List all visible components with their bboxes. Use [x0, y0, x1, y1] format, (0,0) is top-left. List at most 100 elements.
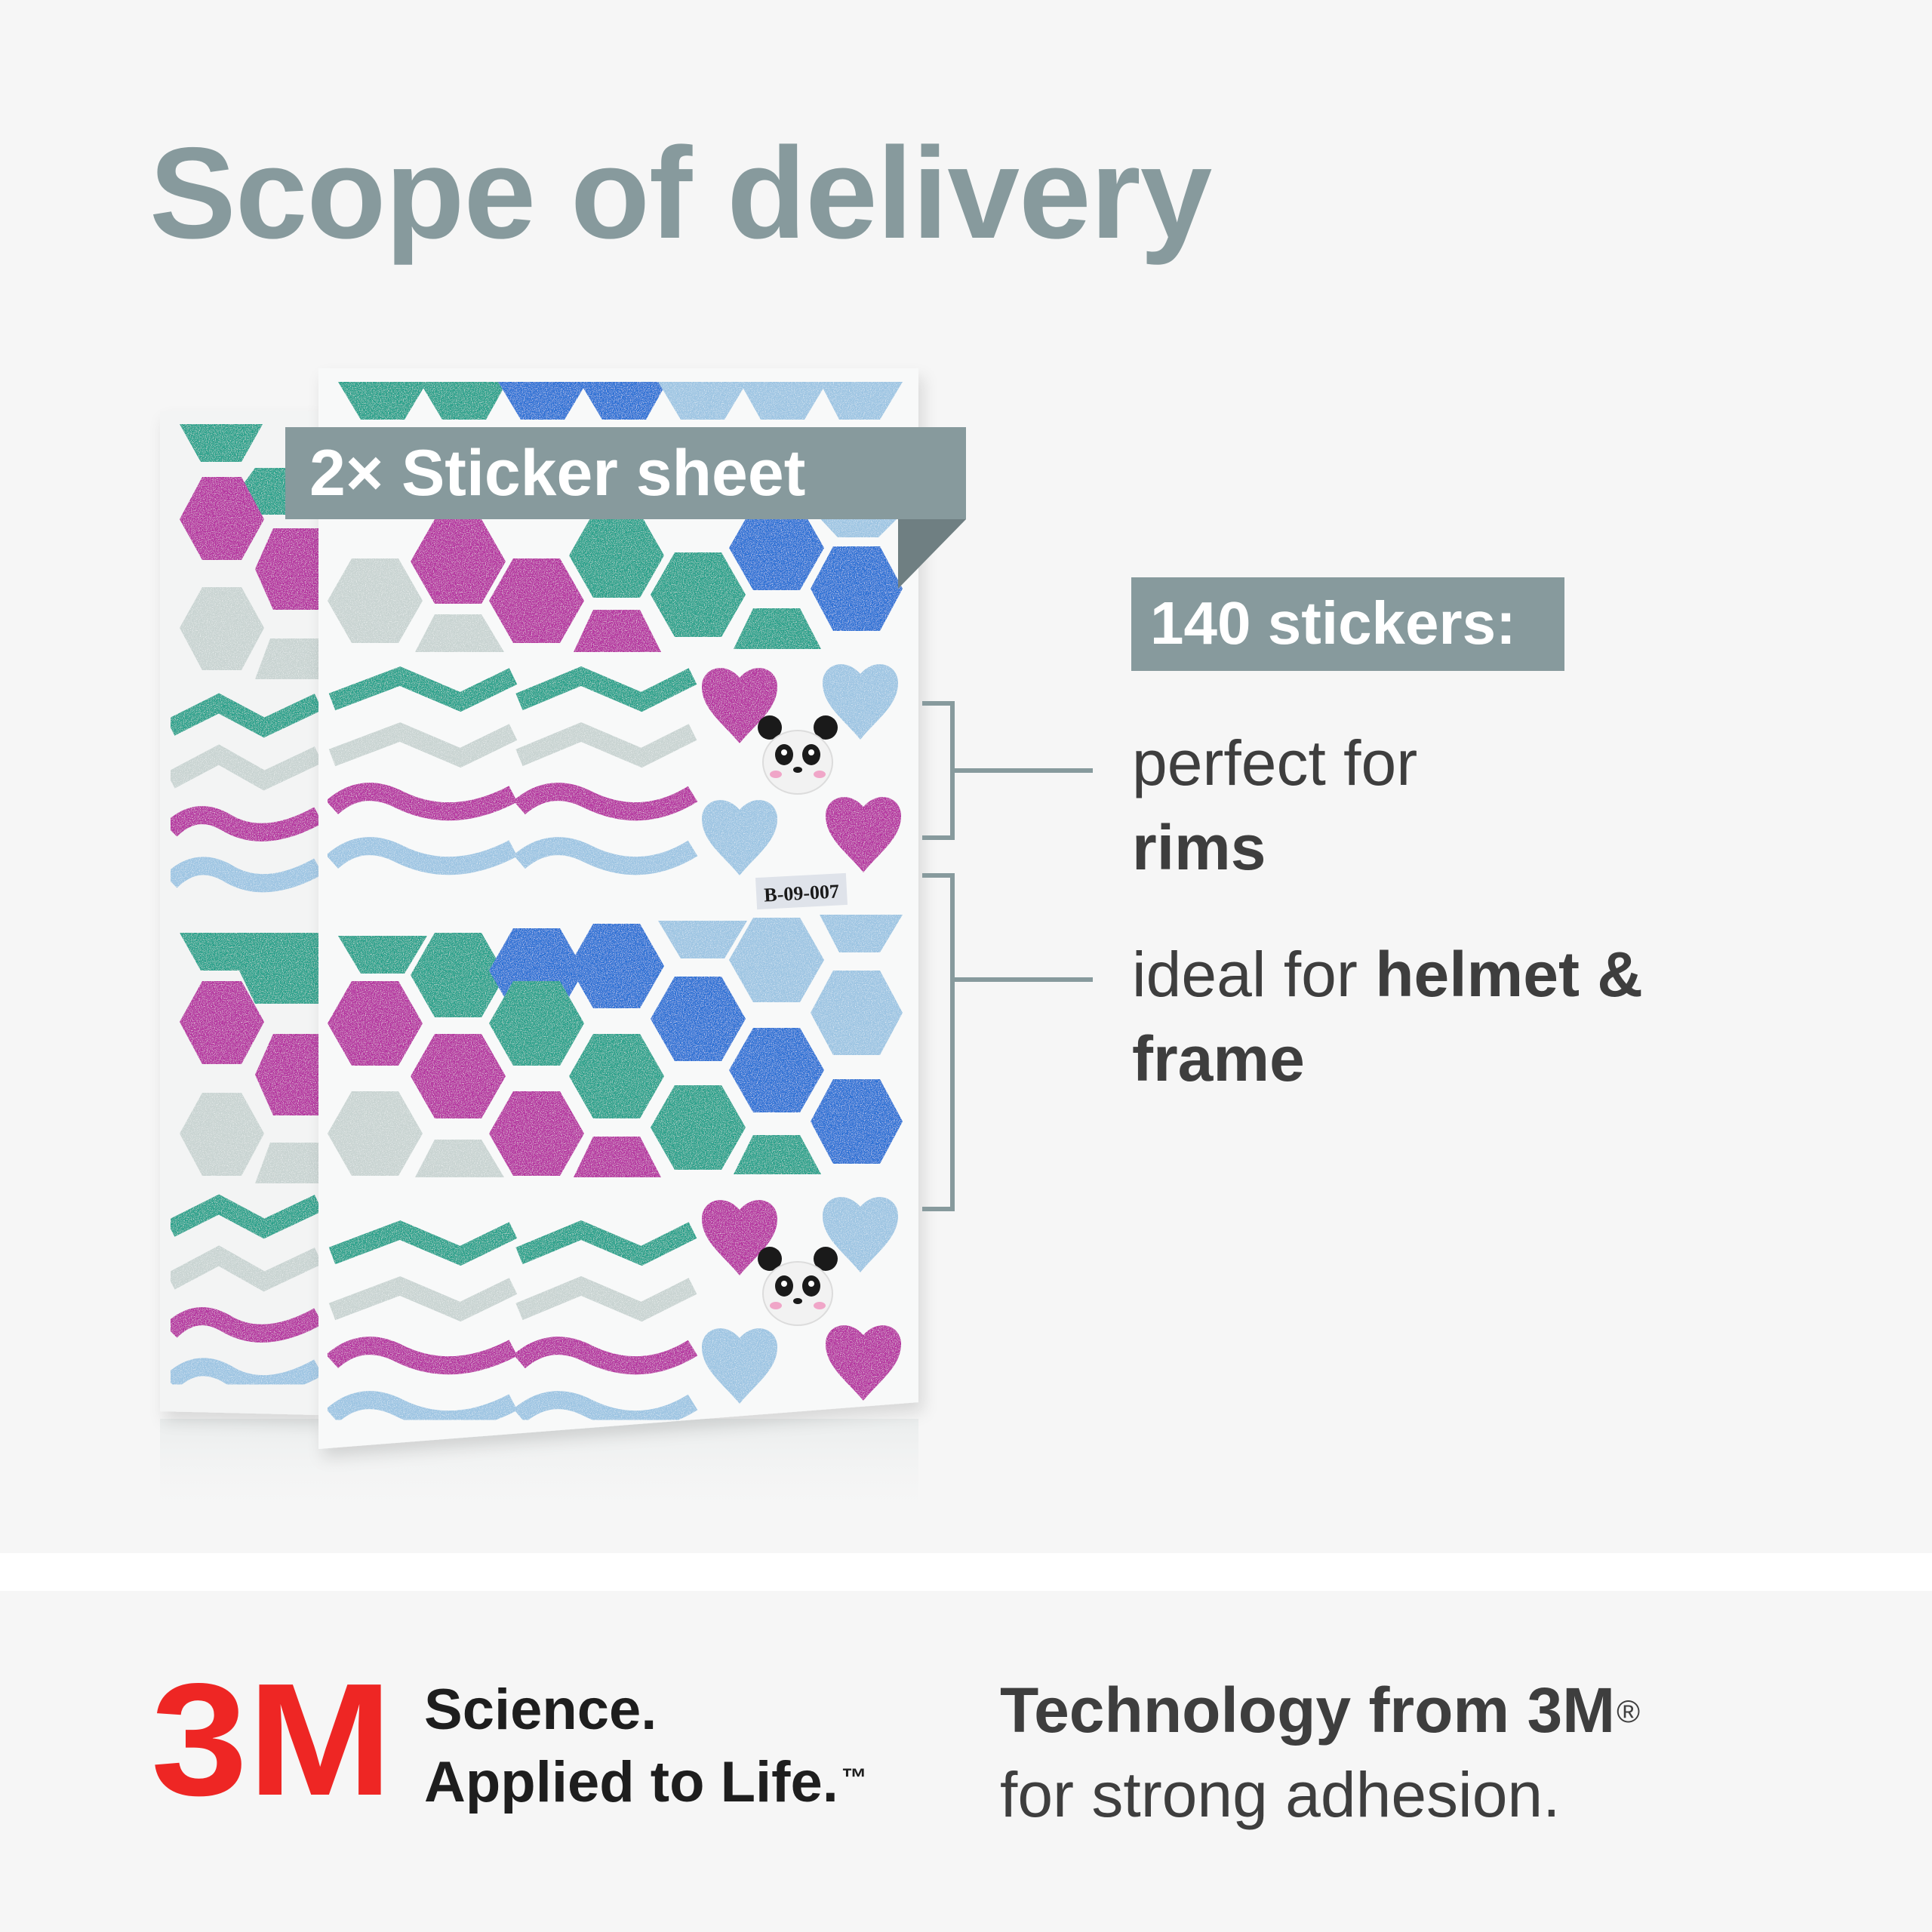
sticker	[411, 933, 506, 1017]
sticker	[729, 506, 824, 590]
sticker	[658, 382, 747, 420]
sticker	[702, 668, 777, 743]
sticker	[658, 921, 747, 958]
section-divider	[0, 1553, 1932, 1591]
sticker	[328, 1276, 518, 1322]
page-title: Scope of delivery	[149, 121, 1212, 266]
sheet-reflection	[160, 1419, 918, 1524]
sticker	[164, 857, 323, 893]
sticker	[328, 981, 423, 1066]
sticker	[489, 981, 584, 1066]
sticker	[702, 1200, 777, 1275]
sticker	[569, 513, 664, 598]
sticker-count-badge	[1131, 577, 1564, 671]
sticker	[823, 1197, 898, 1272]
sticker	[166, 744, 323, 791]
sticker	[164, 1307, 323, 1343]
trademark-mark: ™	[841, 1764, 867, 1792]
sticker	[515, 721, 697, 768]
sticker	[328, 666, 518, 712]
feature-frame-highlight: frame	[1132, 1023, 1305, 1094]
sticker	[328, 558, 423, 643]
sticker	[513, 837, 698, 875]
registered-mark: ®	[1617, 1694, 1641, 1729]
technology-note: Technology from 3M® for strong adhesion.	[1000, 1668, 1640, 1837]
sticker	[325, 1337, 518, 1375]
sticker	[180, 424, 263, 462]
sticker	[826, 797, 901, 872]
sticker	[569, 1034, 664, 1118]
sticker	[255, 1034, 318, 1115]
feature-helmet-highlight: helmet &	[1375, 939, 1643, 1010]
sticker	[411, 519, 506, 604]
sticker	[411, 1034, 506, 1118]
sticker-sheet-front-stickers	[325, 382, 903, 1429]
sticker	[702, 800, 777, 875]
sticker	[325, 783, 518, 821]
sticker	[338, 382, 427, 420]
sticker	[180, 981, 264, 1064]
sticker	[729, 918, 824, 1002]
sticker	[513, 783, 698, 821]
sticker	[180, 587, 264, 670]
sticker	[498, 382, 587, 420]
sticker	[513, 1337, 698, 1375]
sticker	[325, 1391, 518, 1429]
sticker	[734, 608, 821, 649]
sticker	[740, 382, 827, 420]
sticker	[569, 924, 664, 1008]
sticker	[580, 382, 667, 420]
feature-helmet-text: ideal for	[1132, 939, 1358, 1010]
sticker	[811, 546, 903, 631]
bracket-helmet-frame	[922, 873, 1093, 1211]
sticker	[180, 1093, 264, 1176]
sticker-sheet-ribbon	[285, 427, 966, 519]
3m-logo: 3M	[151, 1675, 392, 1804]
ribbon-label: 2× Sticker sheet	[309, 437, 806, 509]
sticker	[823, 664, 898, 740]
sticker	[820, 915, 903, 952]
sticker	[328, 1220, 518, 1266]
sticker	[415, 1140, 504, 1177]
sticker	[338, 936, 427, 974]
sticker	[729, 1028, 824, 1112]
sticker	[811, 971, 903, 1055]
sticker	[255, 528, 318, 610]
sticker	[180, 933, 263, 971]
feature-rims: perfect for rims	[1132, 721, 1417, 890]
sticker-sheets-image: B-09-007	[160, 368, 1093, 1524]
sticker	[820, 382, 903, 420]
sticker	[164, 1358, 323, 1394]
sticker	[574, 1137, 661, 1177]
panda-sticker	[758, 1247, 838, 1326]
sticker	[238, 933, 318, 1004]
bottom-panel	[0, 1591, 1932, 1932]
sticker	[651, 552, 746, 637]
feature-rims-text: perfect for	[1132, 728, 1418, 798]
technology-headline: Technology from 3M	[1000, 1675, 1616, 1746]
sheet-code-text: B-09-007	[764, 880, 840, 906]
technology-subline: for strong adhesion.	[1000, 1759, 1561, 1830]
sticker	[415, 614, 504, 652]
sticker	[164, 806, 323, 841]
sheet-code-label	[755, 872, 848, 910]
panda-sticker	[758, 715, 838, 795]
sticker	[734, 1135, 821, 1174]
sticker	[255, 1143, 318, 1183]
sticker	[325, 837, 518, 875]
sticker	[166, 1245, 323, 1292]
brand-slogan: Science. Applied to Life.™	[424, 1674, 867, 1819]
ribbon-fold	[898, 519, 966, 589]
bracket-rims	[922, 701, 1093, 840]
sticker	[515, 1220, 697, 1266]
sticker	[166, 1194, 323, 1239]
sticker	[328, 1091, 423, 1176]
sticker	[255, 638, 318, 679]
sticker	[702, 1328, 777, 1404]
sticker	[489, 1091, 584, 1176]
sticker	[515, 666, 697, 712]
feature-rims-highlight: rims	[1132, 812, 1266, 883]
feature-helmet-frame: ideal for helmet & frame	[1132, 932, 1643, 1101]
sticker	[489, 558, 584, 643]
sticker	[651, 1085, 746, 1170]
